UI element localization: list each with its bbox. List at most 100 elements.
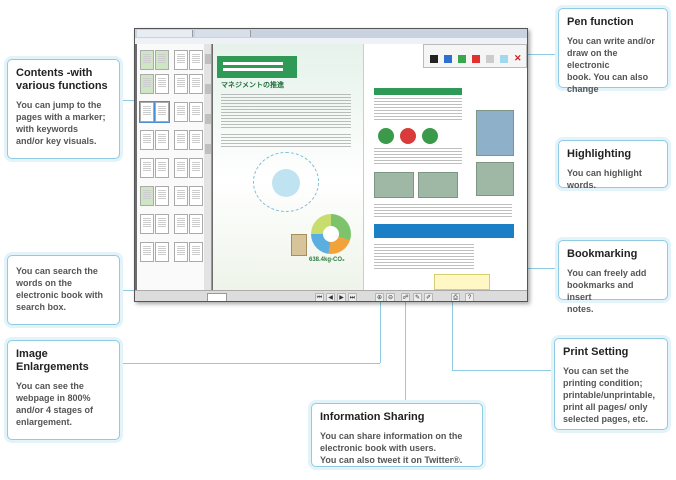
callout-search-body: You can search the words on the electron… xyxy=(16,266,104,312)
pen-width[interactable] xyxy=(486,55,494,63)
keyword-tab-strip[interactable] xyxy=(204,44,212,290)
thumbnail-page[interactable] xyxy=(140,130,154,150)
page-photo xyxy=(374,172,414,198)
book-page-left: マネジメントの推進 638.4kg-CO₂ xyxy=(213,44,363,290)
thumbnail-page[interactable] xyxy=(189,214,203,234)
callout-contents: Contents -with various functions You can… xyxy=(7,59,120,159)
share-icon[interactable]: ☍ xyxy=(401,293,410,301)
thumbnail-page[interactable] xyxy=(140,186,154,206)
thumbnail-page[interactable] xyxy=(189,130,203,150)
book-image xyxy=(291,234,307,256)
callout-print-title: Print Setting xyxy=(563,346,629,358)
callout-highlight-title: Highlighting xyxy=(567,148,632,160)
thumbnail-page[interactable] xyxy=(155,186,169,206)
prev-page-button[interactable]: ◀ xyxy=(326,293,335,301)
page-body-text xyxy=(374,148,462,166)
pie-graphic xyxy=(311,214,351,254)
zoom-in-icon[interactable]: ⊕ xyxy=(375,293,384,301)
page-photo xyxy=(418,172,458,198)
callout-contents-title: Contents -with various functions xyxy=(16,67,108,92)
eraser-icon[interactable] xyxy=(500,55,508,63)
print-icon[interactable]: ⎙ xyxy=(451,293,460,301)
close-icon[interactable]: ✕ xyxy=(514,53,522,63)
leader-bookmark xyxy=(510,268,560,269)
callout-highlight-body: You can highlight words. xyxy=(567,168,642,190)
pen-icon[interactable]: ✐ xyxy=(424,293,433,301)
pen-color-green[interactable] xyxy=(458,55,466,63)
thumbnail-page[interactable] xyxy=(174,102,188,122)
badge-graphic xyxy=(400,128,416,144)
badge-graphic xyxy=(378,128,394,144)
page-body-text xyxy=(221,134,351,148)
thumbnail-page[interactable] xyxy=(174,74,188,94)
thumbnail-page[interactable] xyxy=(174,242,188,262)
thumbnail-page[interactable] xyxy=(155,130,169,150)
page-body-text xyxy=(374,204,512,218)
callout-image-title: Image Enlargements xyxy=(16,348,89,373)
thumbnail-page[interactable] xyxy=(174,214,188,234)
book-page-right xyxy=(363,44,527,290)
page-body-text xyxy=(374,244,474,270)
thumbnail-page[interactable] xyxy=(140,214,154,234)
thumbnail-page[interactable] xyxy=(174,130,188,150)
callout-search: You can search the words on the electron… xyxy=(7,255,120,325)
leader-print-v xyxy=(452,296,453,370)
thumbnail-page[interactable] xyxy=(155,74,169,94)
thumbnail-page[interactable] xyxy=(155,158,169,178)
callout-print-setting: Print Setting You can set the printing c… xyxy=(554,338,668,430)
thumbnail-page[interactable] xyxy=(174,50,188,70)
page-section-header xyxy=(374,88,462,95)
thumbnail-page[interactable] xyxy=(140,74,154,94)
callout-information-sharing: Information Sharing You can share inform… xyxy=(311,403,483,467)
thumbnail-page[interactable] xyxy=(189,186,203,206)
leader-contents xyxy=(112,100,142,101)
thumbnail-page[interactable] xyxy=(174,158,188,178)
thumbnail-page[interactable] xyxy=(189,74,203,94)
callout-highlighting: Highlighting You can highlight words. xyxy=(558,140,668,190)
help-icon[interactable]: ? xyxy=(465,293,474,301)
leader-image-v xyxy=(380,296,381,363)
thumbnail-page[interactable] xyxy=(155,50,169,70)
leader-sharing xyxy=(405,296,406,404)
callout-pen-title: Pen function xyxy=(567,16,634,28)
thumbnail-page[interactable] xyxy=(154,101,170,123)
thumbnail-page[interactable] xyxy=(155,214,169,234)
sticky-note[interactable] xyxy=(434,274,490,290)
pen-toolbar: ✕ xyxy=(423,44,527,68)
browser-tab-1[interactable] xyxy=(137,30,193,37)
badge-graphic xyxy=(422,128,438,144)
thumbnail-page[interactable] xyxy=(139,101,155,123)
last-page-button[interactable]: ⏭ xyxy=(348,293,357,301)
callout-sharing-body: You can share information on the electro… xyxy=(320,431,463,465)
thumbnail-page[interactable] xyxy=(189,158,203,178)
callout-pen-body: You can write and/or draw on the electro… xyxy=(567,36,655,94)
leader-image-h xyxy=(120,363,380,364)
callout-print-body: You can set the printing condition; prin… xyxy=(563,366,656,424)
thumbnail-page[interactable] xyxy=(174,186,188,206)
page-section-banner xyxy=(217,56,297,78)
page-photo xyxy=(476,162,514,196)
highlighter-icon[interactable]: ✎ xyxy=(413,293,422,301)
pen-color-blue[interactable] xyxy=(444,55,452,63)
thumbnail-page[interactable] xyxy=(189,50,203,70)
callout-sharing-title: Information Sharing xyxy=(320,411,425,423)
pen-color-black[interactable] xyxy=(430,55,438,63)
zoom-out-icon[interactable]: ⊖ xyxy=(386,293,395,301)
thumbnail-page[interactable] xyxy=(189,102,203,122)
viewer-address-bar xyxy=(135,38,527,44)
browser-tab-2[interactable] xyxy=(195,30,251,37)
callout-image-body: You can see the webpage in 800% and/or 4… xyxy=(16,381,94,427)
next-page-button[interactable]: ▶ xyxy=(337,293,346,301)
callout-bookmarking: Bookmarking You can freely add bookmarks… xyxy=(558,240,668,314)
leader-pen xyxy=(526,54,560,55)
pen-color-red[interactable] xyxy=(472,55,480,63)
page-body-text xyxy=(374,98,462,122)
thumbnail-page[interactable] xyxy=(140,242,154,262)
thumbnail-page[interactable] xyxy=(140,50,154,70)
thumbnail-page[interactable] xyxy=(155,242,169,262)
thumbnail-page[interactable] xyxy=(140,158,154,178)
thumbnail-page[interactable] xyxy=(189,242,203,262)
callout-image-enlargements: Image Enlargements You can see the webpa… xyxy=(7,340,120,440)
first-page-button[interactable]: ⏮ xyxy=(315,293,324,301)
search-input[interactable] xyxy=(207,293,227,301)
